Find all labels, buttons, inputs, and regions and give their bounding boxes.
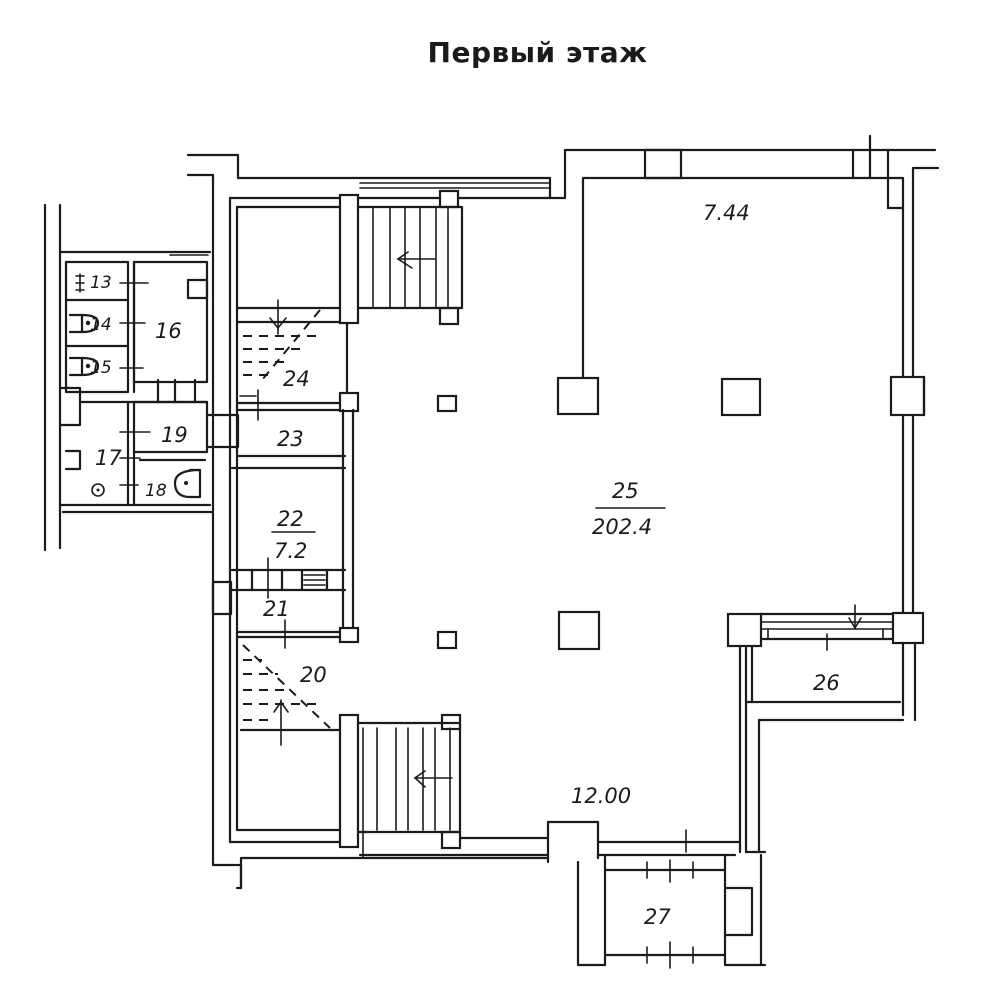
page-title: Первый этаж [427, 36, 648, 69]
room-25-area: 202.4 [592, 515, 652, 539]
stair-bottom [338, 713, 550, 859]
room-26-label: 26 [813, 671, 840, 695]
column [557, 610, 601, 651]
room-24-label: 24 [283, 367, 310, 391]
dimension-top: 7.44 [703, 201, 750, 225]
room-14-label: 14 [90, 315, 112, 335]
room-25-label: 25 [612, 479, 639, 503]
stair-top [338, 189, 464, 326]
room-17-label: 17 [95, 446, 122, 470]
column [720, 377, 762, 417]
column [436, 394, 458, 413]
room-16-label: 16 [155, 319, 182, 343]
room-19-label: 19 [161, 423, 188, 447]
arrow-head-icon [848, 617, 862, 630]
room-15-label: 15 [90, 358, 112, 378]
dimension-bottom: 12.00 [571, 784, 631, 808]
room-23-label: 23 [277, 427, 304, 451]
outer-walls [43, 134, 940, 969]
room-22-area: 7.2 [274, 539, 307, 563]
center-left-rooms [211, 196, 360, 844]
hall-columns [436, 376, 762, 651]
wc-block [58, 250, 240, 514]
room-18-label: 18 [145, 481, 167, 501]
column [556, 376, 600, 416]
room-13-label: 13 [90, 273, 112, 293]
room-20-label: 20 [300, 663, 327, 687]
column [436, 630, 458, 650]
room-27-label: 27 [644, 905, 671, 929]
room-22-label: 22 [277, 507, 304, 531]
room-21-label: 21 [263, 597, 290, 621]
room-labels: 13 14 15 16 17 18 19 20 21 22 7.2 23 24 … [90, 201, 840, 929]
